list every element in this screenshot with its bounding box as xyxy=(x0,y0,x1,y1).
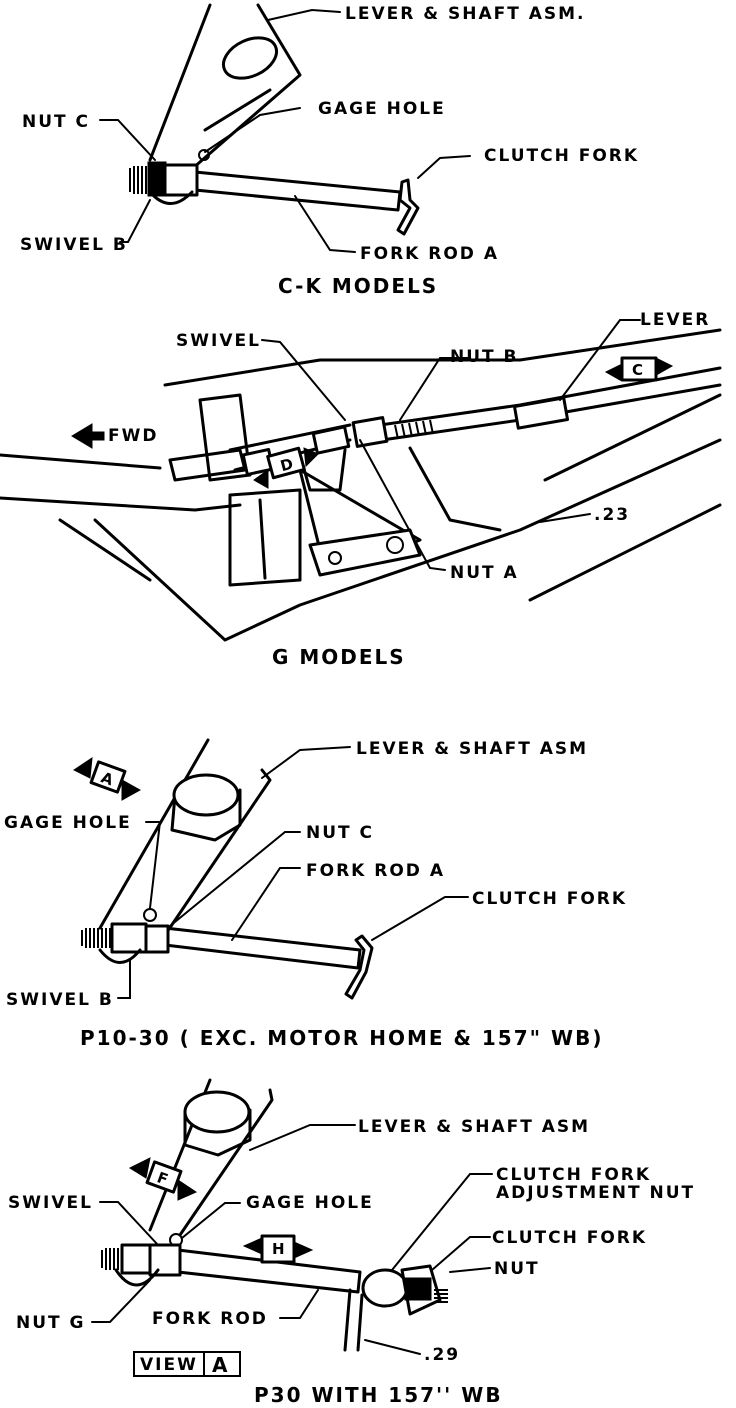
panel-p10-30: A LEVER & SHAFT ASM GAGE HOLE NUT C FORK… xyxy=(4,738,627,1050)
label-clutch-fork: CLUTCH FORK xyxy=(492,1228,647,1248)
label-clutch-fork: CLUTCH FORK xyxy=(472,889,627,909)
label-fwd: FWD xyxy=(108,426,158,446)
label-fork-rod-a: FORK ROD A xyxy=(306,861,445,881)
view-letter: A xyxy=(212,1353,229,1377)
panel-title-g-models: G MODELS xyxy=(272,645,406,669)
label-nut-c: NUT C xyxy=(22,112,90,132)
label-swivel: SWIVEL xyxy=(176,331,261,351)
panel-ck-models: LEVER & SHAFT ASM. GAGE HOLE NUT C CLUTC… xyxy=(20,3,639,298)
panel-title-ck-models: C-K MODELS xyxy=(278,274,438,298)
label-clutch-fork-adjustment-nut-line2: ADJUSTMENT NUT xyxy=(496,1183,695,1203)
label-dim-023: .23 xyxy=(594,505,630,525)
view-word: VIEW xyxy=(140,1355,198,1375)
panel-g-models: C D LEVER SWIVEL NUT B FWD .23 NUT A G M… xyxy=(0,310,722,669)
label-lever-shaft-asm: LEVER & SHAFT ASM xyxy=(358,1117,590,1137)
label-gage-hole: GAGE HOLE xyxy=(318,99,446,119)
label-lever-shaft-asm: LEVER & SHAFT ASM xyxy=(356,739,588,759)
tag-c: C xyxy=(632,361,643,379)
label-clutch-fork-adjustment-nut-line1: CLUTCH FORK xyxy=(496,1165,651,1185)
label-gage-hole: GAGE HOLE xyxy=(4,813,132,833)
label-gage-hole: GAGE HOLE xyxy=(246,1193,374,1213)
label-swivel-b: SWIVEL B xyxy=(20,235,128,255)
label-fork-rod: FORK ROD xyxy=(152,1309,268,1329)
label-fork-rod-a: FORK ROD A xyxy=(360,244,499,264)
label-dim-029: .29 xyxy=(424,1345,460,1365)
panel-title-p10-30: P10-30 ( EXC. MOTOR HOME & 157" WB) xyxy=(80,1026,603,1050)
panel-title-p30-157wb: P30 WITH 157'' WB xyxy=(254,1383,503,1407)
label-lever: LEVER xyxy=(640,310,710,330)
tag-d: D xyxy=(278,455,295,476)
label-nut-b: NUT B xyxy=(450,347,519,367)
view-a-callout: VIEW A xyxy=(133,1351,241,1377)
label-nut-c: NUT C xyxy=(306,823,374,843)
label-lever-shaft-asm: LEVER & SHAFT ASM. xyxy=(345,4,586,24)
label-swivel: SWIVEL xyxy=(8,1193,93,1213)
label-clutch-fork: CLUTCH FORK xyxy=(484,146,639,166)
label-swivel-b: SWIVEL B xyxy=(6,990,114,1010)
label-nut-a: NUT A xyxy=(450,563,519,583)
tag-h: H xyxy=(272,1240,285,1258)
panel-p30-157wb: F H LEVER & SHAFT ASM CLUTCH FORK ADJUST… xyxy=(8,1078,695,1407)
label-nut: NUT xyxy=(494,1259,540,1279)
label-nut-g: NUT G xyxy=(16,1313,86,1333)
